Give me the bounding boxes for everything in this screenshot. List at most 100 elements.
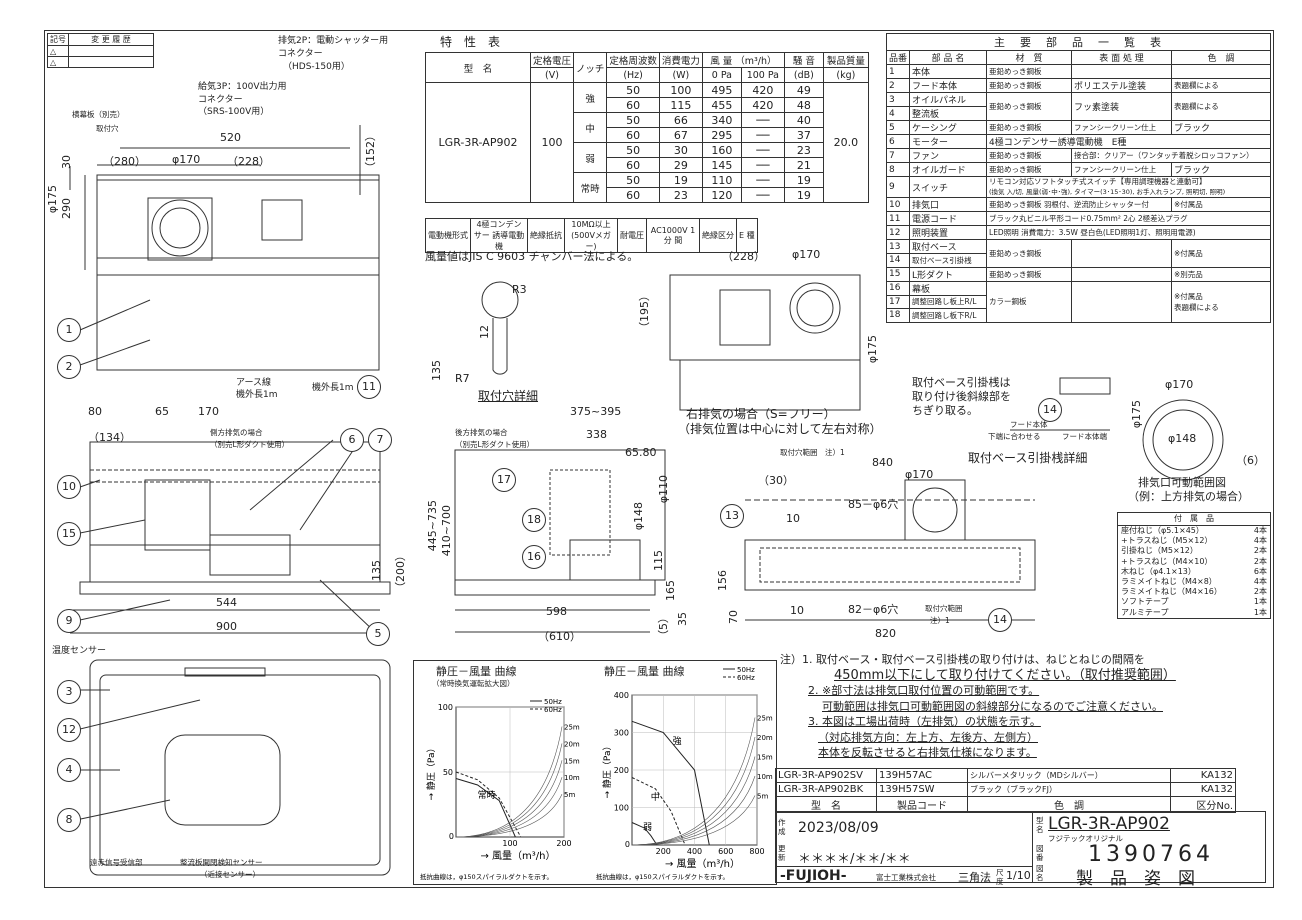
earth-length-label: 機外長1m [236,390,278,400]
dim-544: 544 [216,596,237,609]
callout-10: 10 [57,475,81,499]
note-line: 2. ※部寸法は排気口取付位置の可動範囲です。 [808,684,1040,697]
dim-165: 165 [664,580,677,601]
chart1-subtitle: （常時換気運転拡大図） [432,679,515,688]
spec-u-0pa: 0 Pa [701,67,742,83]
tb-updated-date: ＊＊＊＊/＊＊/＊＊ [798,852,911,867]
parts-cell: 9 [885,176,911,198]
spec-cell: 145 [701,157,742,173]
chart1-xtick: 100 [502,839,517,848]
parts-cell: ファンシークリーン仕上 [1071,120,1173,135]
parts-header: 色 調 [1171,50,1271,65]
spec-cell: 19 [658,172,703,188]
chart1-curve-label: 15m [564,757,580,765]
spec-table: 型 名 定格電圧 ノッチ 定格周波数 消費電力 風 量 （m³/h） 騒 音 製… [425,52,869,203]
accessory-name: ラミメイトねじ（M4×16） [1121,587,1222,597]
callout-17: 17 [492,468,516,492]
parts-cell: (換気 入/切, 風量(弱･中･強), タイマー(3･15･30), お手入れラ… [989,188,1226,196]
chart2-resistance-curve [631,795,756,846]
accessory-name: ラミメイトねじ（M4×8） [1121,577,1217,587]
parts-cell: 12 [885,225,911,240]
spec-cell: 340 [701,112,742,128]
chart1-resistance-curve [455,760,563,838]
spec-cell: 60 [606,157,660,173]
chart2-resistance-curve [631,736,756,846]
dim-80: 80 [88,405,102,418]
spec-cell: 115 [658,97,703,113]
accessory-name: アルミテープ [1121,607,1169,617]
chart2-curve-label: 15m [757,754,773,762]
hood-end-label: フード本体端 [1062,432,1107,441]
tb-cell: LGR-3R-AP902SV [775,768,877,783]
chart2-xtick: 600 [718,847,733,856]
chart1-annotation: 常時 [478,789,496,801]
chart1-xtick: 200 [556,839,571,848]
callout-14: 14 [988,608,1012,632]
spec-h-model: 型 名 [425,52,531,83]
chart2-title: 静圧－風量 曲線 [604,665,685,678]
chart2-xlabel: → 風量（m³/h） [665,858,740,870]
tb-header: 型 名 [775,796,877,813]
parts-cell: 2 [885,78,911,93]
callout-4: 4 [57,758,81,782]
spec-h-mass: 製品質量 [822,52,869,68]
parts-cell: LED照明 消費電力：3.5W 昼白色(LED照明1灯、照明用電源) [986,225,1271,240]
spec-cell: 30 [658,142,703,158]
mount-range-label-3: 注）1 [930,616,950,625]
tb-cell: シルバーメタリック（MDシルバー） [967,768,1171,783]
note-line: （対応排気方向：左上方、左後方、左側方） [818,730,1038,744]
callout-6: 6 [340,428,364,452]
sheet-border [44,30,1274,888]
parts-cell: 3 [885,92,911,107]
motor-cell: AC1000V 1 分 間 [646,218,700,253]
dim-170: φ170 [172,153,201,166]
parts-cell: 亜鉛めっき鋼板 [986,266,1073,282]
parts-cell: 11 [885,211,911,226]
rear-exhaust-label: 後方排気の場合 [455,428,508,437]
dim-148: φ148 [632,502,645,531]
exhaust-range-subtitle: （例：上方排気の場合） [1128,490,1249,503]
note-line: 3. 本図は工場出荷時（左排気）の状態を示す。 [808,715,1041,728]
spec-u-v: (V) [529,67,575,83]
dim-228b: （228） [722,250,765,263]
spec-cell: ── [740,187,785,203]
chart2-xtick: 800 [749,847,764,856]
spec-cell: 110 [701,172,742,188]
spec-notch-strong: 強 [573,82,608,113]
spec-u-db: (dB) [783,67,824,83]
motor-table: 電動機形式 4極コンデンサー 誘導電動機 絶縁抵抗 10MΩ以上 (500Vメガ… [425,218,758,253]
tb-no-label: 図番 [1036,844,1044,862]
parts-cell: ケーシング [909,120,988,135]
accessory-item: ラミメイトねじ（M4×16）2本 [1118,587,1270,597]
spec-h-voltage: 定格電圧 [529,52,575,68]
parts-cell: 亜鉛めっき鋼板 羽根付、逆流防止シャッター付 [986,197,1173,212]
dim-610: （610） [538,630,581,643]
accessory-item: 座付ねじ（φ5.1×45）4本 [1118,526,1270,536]
tb-cell: KA132 [1170,768,1236,783]
chart2-series-line [631,720,710,846]
chart2-xtick: 400 [687,847,702,856]
parts-header: 材 質 [986,50,1073,65]
chart2-note: 抵抗曲線は，φ150スパイラルダクトを示す。 [596,872,729,881]
remote-receiver-label: 遠赤信号受信部 [90,858,143,867]
spec-cell: ── [740,112,785,128]
side-exhaust-sub: （別売L形ダクト使用） [210,440,290,449]
dim-820: 820 [875,627,896,640]
parts-cell: ブラック丸ビニル平形コード0.75mm² 2心 2極差込プラグ [986,211,1271,226]
parts-cell: 調整回路し板上R/L [909,294,988,309]
dim-135b: 135 [430,360,443,381]
callout-13: 13 [720,504,744,528]
callout-16: 16 [522,545,546,569]
dim-840: 840 [872,456,893,469]
spec-cell: 19 [783,172,824,188]
exhaust-range-circle [1142,399,1224,481]
tb-header: 製品コード [876,796,968,813]
airflow-note: 風量値はJIS C 9603 チャンバー法による。 [425,250,639,263]
chart1-legend-label: 60Hz [544,706,562,714]
motor-cell: 絶縁区分 [699,218,737,253]
